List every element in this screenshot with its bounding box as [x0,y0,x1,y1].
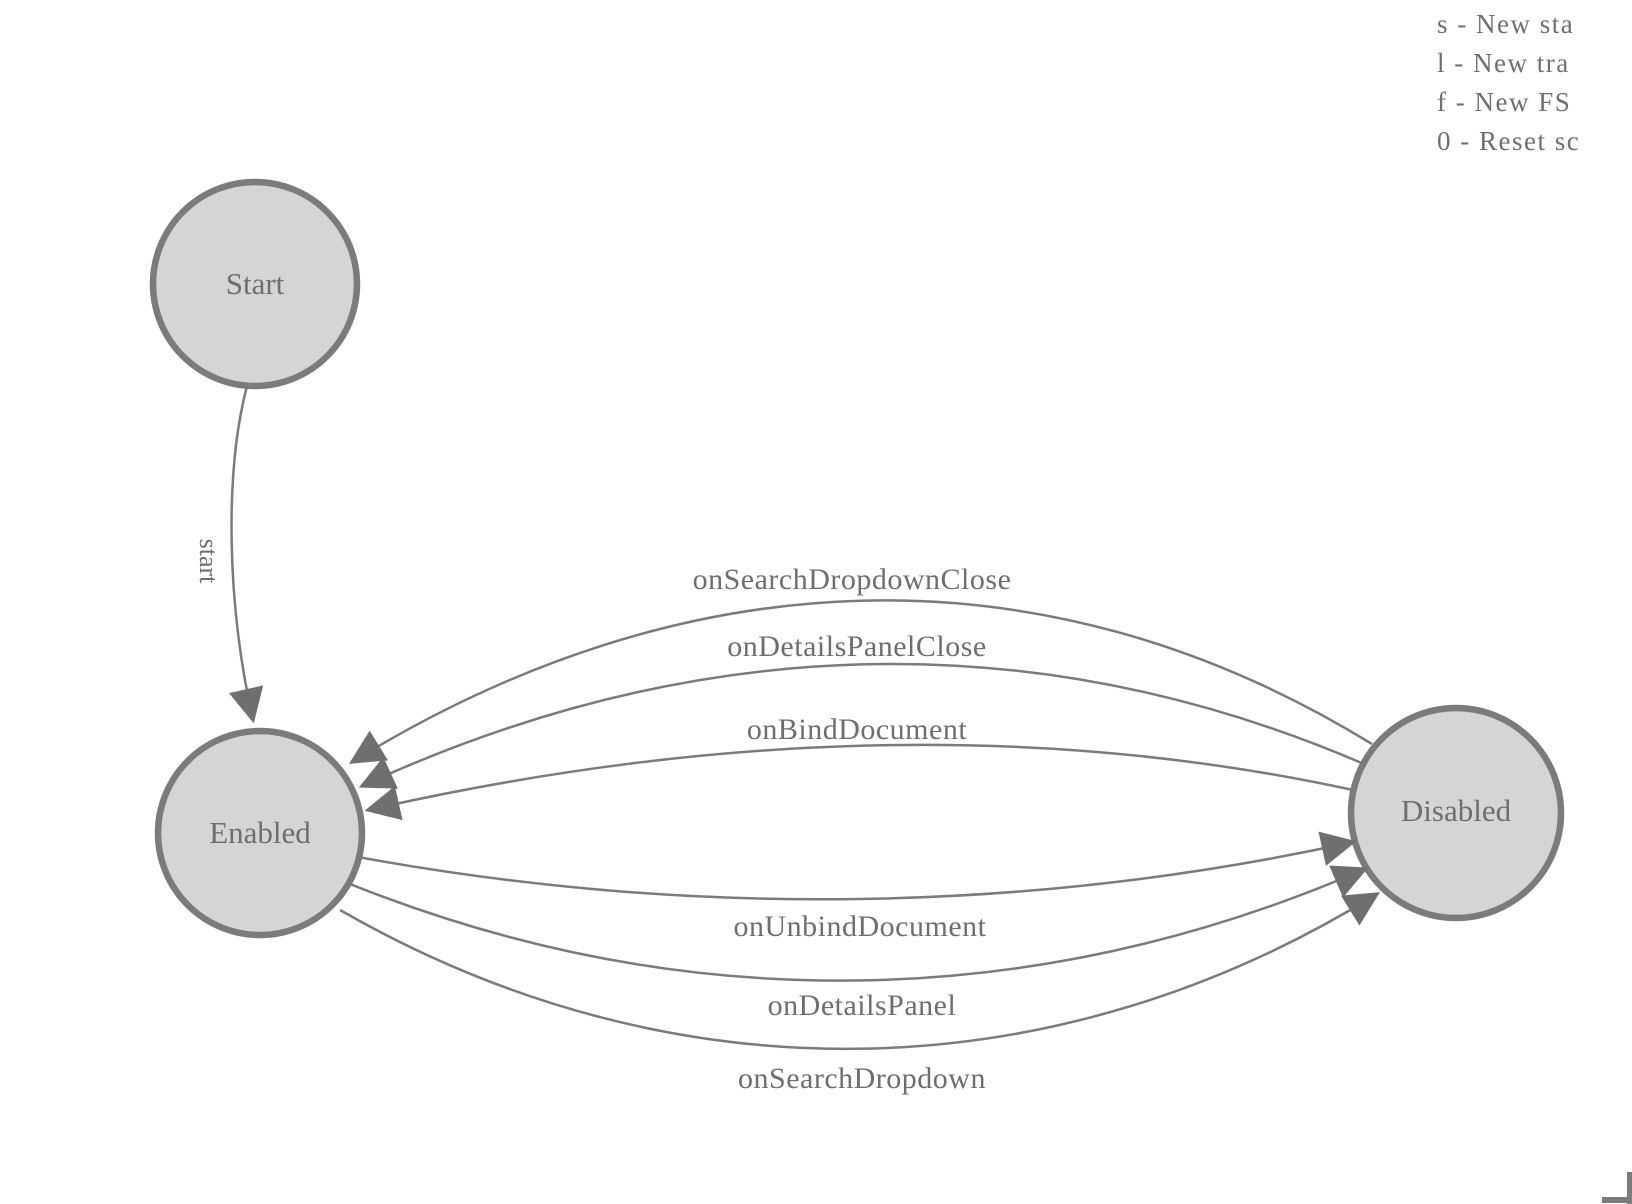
state-label-start: Start [226,266,285,301]
transition-onunbinddocument[interactable]: onUnbindDocument [357,831,1357,943]
corner-handle-icon[interactable] [1627,1172,1632,1204]
transition-edge-ondetailspanel[interactable] [349,865,1369,982]
transition-edge-ondetailspanelclose[interactable] [358,662,1365,789]
transition-label-onsearchdropdown: onSearchDropdown [738,1062,986,1095]
transition-onbinddocument[interactable]: onBindDocument [364,713,1354,821]
legend-line-new-state: s - New sta [1437,9,1575,39]
transition-label-onbinddocument: onBindDocument [747,713,967,746]
transition-label-ondetailspanelclose: onDetailsPanelClose [727,630,986,663]
transition-ondetailspanel[interactable]: onDetailsPanel [349,865,1369,1022]
transition-label-ondetailspanel: onDetailsPanel [768,989,957,1022]
transition-label-onunbinddocument: onUnbindDocument [734,910,987,943]
state-node-disabled[interactable]: Disabled [1347,704,1565,922]
transition-label-onsearchdropdownclose: onSearchDropdownClose [693,563,1012,596]
state-circle-start[interactable] [149,178,361,390]
legend-line-reset: 0 - Reset sc [1437,126,1581,156]
state-node-start[interactable]: Start [149,178,361,390]
transition-edge-onbinddocument[interactable] [364,743,1354,821]
legend-line-new-transition: l - New tra [1437,48,1570,78]
transition-onsearchdropdown[interactable]: onSearchDropdown [339,892,1380,1095]
transition-label-start: start [194,539,223,585]
transition-edge-onsearchdropdownclose[interactable] [349,599,1373,764]
transition-edge-start[interactable] [229,385,264,724]
transition-edge-onsearchdropdown[interactable] [339,892,1380,1051]
corner-handle-icon[interactable] [1602,1197,1632,1203]
transition-onsearchdropdownclose[interactable]: onSearchDropdownClose [349,563,1373,764]
transition-ondetailspanelclose[interactable]: onDetailsPanelClose [358,630,1365,789]
transition-edge-onunbinddocument[interactable] [357,831,1357,901]
state-label-disabled: Disabled [1401,793,1512,828]
state-label-enabled: Enabled [209,815,311,850]
state-circle-enabled[interactable] [154,727,366,939]
state-node-enabled[interactable]: Enabled [154,727,366,939]
shortcut-legend: s - New sta l - New tra f - New FS 0 - R… [1437,5,1632,161]
state-circle-disabled[interactable] [1347,704,1565,922]
legend-line-new-fsm: f - New FS [1437,87,1572,117]
transition-start[interactable]: start [194,385,264,724]
